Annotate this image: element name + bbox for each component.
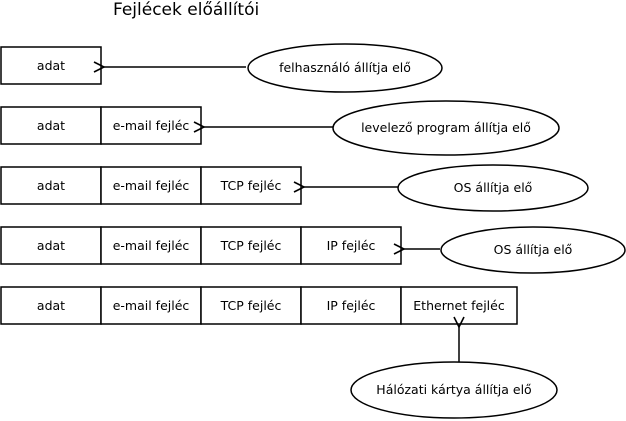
- cell-label: e-mail fejléc: [113, 238, 190, 253]
- source-label: felhasználó állítja elő: [279, 60, 411, 75]
- cell-data: [0, 226, 102, 265]
- cell-label: IP fejléc: [327, 298, 376, 313]
- cell-label: IP fejléc: [327, 238, 376, 253]
- cell-label: adat: [37, 58, 65, 73]
- cell-ip-header: [300, 286, 402, 325]
- row-3: adat e-mail fejléc TCP fejléc OS állítja…: [0, 164, 589, 212]
- cell-label: TCP fejléc: [220, 178, 282, 193]
- row-1: adat felhasználó állítja elő: [0, 43, 443, 93]
- source-ellipse: [350, 361, 558, 419]
- source-label: OS állítja elő: [494, 242, 573, 257]
- source-label: levelező program állítja elő: [361, 120, 531, 135]
- cell-label: e-mail fejléc: [113, 298, 190, 313]
- cell-email-header: [100, 106, 202, 145]
- cell-label: e-mail fejléc: [113, 178, 190, 193]
- cell-label: adat: [37, 238, 65, 253]
- source-ellipse: [397, 164, 589, 212]
- source-label: OS állítja elő: [454, 180, 533, 195]
- cell-label: adat: [37, 118, 65, 133]
- cell-label: TCP fejléc: [220, 298, 282, 313]
- cell-data: [0, 286, 102, 325]
- cell-label: Ethernet fejléc: [413, 298, 505, 313]
- cell-tcp-header: [200, 226, 302, 265]
- cell-label: adat: [37, 178, 65, 193]
- cell-label: TCP fejléc: [220, 238, 282, 253]
- source-ellipse: [440, 226, 626, 274]
- source-ellipse: [332, 100, 560, 156]
- cell-tcp-header: [200, 286, 302, 325]
- cell-label: e-mail fejléc: [113, 118, 190, 133]
- cell-label: adat: [37, 298, 65, 313]
- source-ellipse: [247, 43, 443, 93]
- row-5: adat e-mail fejléc TCP fejléc IP fejléc …: [0, 286, 558, 419]
- source-label: Hálózati kártya állítja elő: [376, 382, 531, 397]
- row-2: adat e-mail fejléc levelező program állí…: [0, 100, 560, 156]
- diagram-title: Fejlécek előállítói: [113, 0, 260, 20]
- row-4: adat e-mail fejléc TCP fejléc IP fejléc …: [0, 226, 626, 274]
